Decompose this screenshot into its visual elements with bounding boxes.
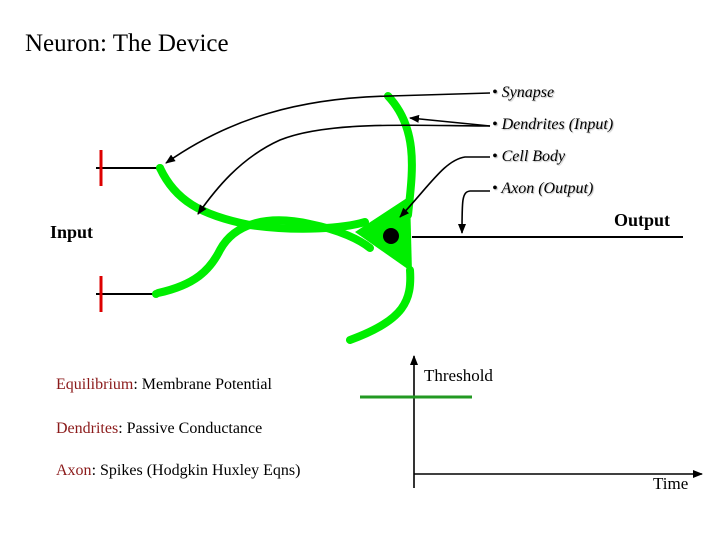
arrow-dendrite-1 <box>409 114 491 127</box>
note-dendrites: Dendrites: Passive Conductance <box>56 420 263 437</box>
input-label: Input <box>50 222 94 242</box>
slide-title: Neuron: The Device <box>25 30 229 57</box>
arrow-dendrite-2 <box>197 124 491 215</box>
synapse-upper <box>96 150 164 186</box>
lower-dendrite <box>346 266 415 344</box>
neuron-shape <box>154 92 416 344</box>
bullet-dendrites: • Dendrites (Input) <box>492 116 614 133</box>
threshold-label: Threshold <box>424 366 493 385</box>
callout-arrows <box>165 92 491 234</box>
lower-branch-synapse <box>154 216 374 297</box>
arrow-axon <box>458 190 490 234</box>
synapse-lower <box>96 276 160 312</box>
bullet-synapse: • Synapse <box>492 84 555 101</box>
arrow-cell-body <box>399 156 490 218</box>
arrow-synapse <box>165 92 491 164</box>
bullet-cell-body: • Cell Body <box>492 148 566 165</box>
output-label: Output <box>614 210 671 230</box>
nucleus-dot <box>383 228 399 244</box>
time-label: Time <box>653 474 689 493</box>
note-equilibrium: Equilibrium: Membrane Potential <box>56 376 272 393</box>
bullet-axon: • Axon (Output) <box>492 180 594 197</box>
threshold-graph <box>360 355 703 488</box>
note-axon: Axon: Spikes (Hodgkin Huxley Eqns) <box>56 462 301 479</box>
